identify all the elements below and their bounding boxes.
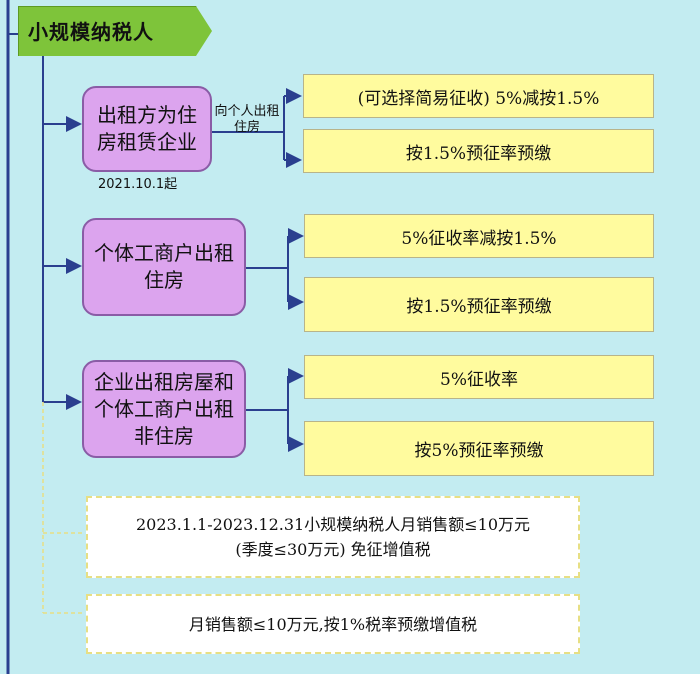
- title-banner: [18, 6, 212, 56]
- page-title: 小规模纳税人: [28, 20, 154, 44]
- policy-prepay-line: 月销售额≤10万元,按1%税率预缴增值税: [188, 614, 478, 634]
- rental-note: 向个人出租住房: [214, 104, 280, 135]
- option-prepay-5: 按5%预征率预缴: [304, 421, 654, 476]
- policy-exemption-line2: (季度≤30万元) 免征增值税: [235, 540, 431, 559]
- policy-prepay-box: 月销售额≤10万元,按1%税率预缴增值税: [86, 594, 580, 654]
- policy-exemption-line1: 2023.1.1-2023.12.31小规模纳税人月销售额≤10万元: [135, 515, 531, 534]
- category-non-housing: 企业出租房屋和个体工商户出租非住房: [82, 360, 246, 458]
- policy-exemption-box: 2023.1.1-2023.12.31小规模纳税人月销售额≤10万元 (季度≤3…: [86, 496, 580, 578]
- option-prepay-1-5-b: 按1.5%预征率预缴: [304, 277, 654, 332]
- option-rate-5: 5%征收率: [304, 355, 654, 399]
- option-simplified-levy: (可选择简易征收) 5%减按1.5%: [303, 74, 654, 118]
- category-individual-business-housing: 个体工商户出租住房: [82, 218, 246, 316]
- category-rental-enterprise: 出租方为住房租赁企业: [82, 86, 212, 172]
- option-rate-reduced: 5%征收率减按1.5%: [304, 214, 654, 258]
- option-prepay-1-5-a: 按1.5%预征率预缴: [303, 129, 654, 173]
- effective-date-note: 2021.10.1起: [98, 177, 178, 192]
